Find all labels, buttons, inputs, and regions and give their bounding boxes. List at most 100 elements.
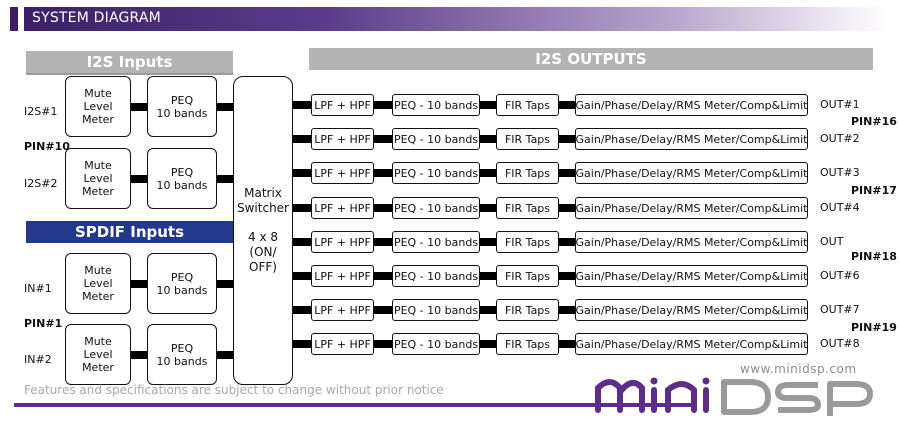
signal-connector	[217, 280, 233, 288]
signal-connector	[480, 272, 496, 280]
lpf-hpf-block: LPF + HPF	[311, 197, 374, 219]
signal-connector	[559, 135, 575, 143]
input-label: I2S#2	[24, 177, 58, 190]
signal-connector	[374, 238, 392, 246]
i2s-inputs-underline	[26, 73, 233, 75]
signal-connector	[293, 306, 311, 314]
signal-connector	[374, 101, 392, 109]
peq-10-bands-block: PEQ - 10 bands	[392, 197, 480, 219]
output-label: OUT#4	[820, 201, 860, 214]
output-label: OUT#8	[820, 337, 860, 350]
fir-taps-block: FIR Taps	[496, 333, 559, 355]
signal-connector	[293, 101, 311, 109]
gain-phase-delay-block: Gain/Phase/Delay/RMS Meter/Comp&Limit	[575, 128, 808, 150]
fir-taps-block: FIR Taps	[496, 162, 559, 184]
output-label: OUT#6	[820, 269, 860, 282]
page-title: SYSTEM DIAGRAM	[32, 10, 161, 26]
mute-level-meter-block: Mute Level Meter	[65, 324, 131, 385]
lpf-hpf-block: LPF + HPF	[311, 333, 374, 355]
peq-10-bands-block: PEQ - 10 bands	[392, 333, 480, 355]
lpf-hpf-block: LPF + HPF	[311, 231, 374, 253]
signal-connector	[293, 169, 311, 177]
lpf-hpf-block: LPF + HPF	[311, 265, 374, 287]
output-pin-label: PIN#17	[851, 184, 897, 197]
matrix-switcher-title: Matrix Switcher	[237, 186, 289, 215]
gain-phase-delay-block: Gain/Phase/Delay/RMS Meter/Comp&Limit	[575, 197, 808, 219]
input-label: IN#1	[24, 282, 52, 295]
signal-connector	[559, 169, 575, 177]
signal-connector	[374, 135, 392, 143]
output-pin-label: PIN#18	[851, 250, 897, 263]
website-url: www.minidsp.com	[740, 362, 857, 376]
output-pin-label: PIN#16	[851, 115, 897, 128]
input-label: IN#2	[24, 353, 52, 366]
signal-connector	[131, 280, 147, 288]
signal-connector	[480, 306, 496, 314]
lpf-hpf-block: LPF + HPF	[311, 94, 374, 116]
lpf-hpf-block: LPF + HPF	[311, 299, 374, 321]
signal-connector	[293, 135, 311, 143]
signal-connector	[293, 272, 311, 280]
lpf-hpf-block: LPF + HPF	[311, 162, 374, 184]
fir-taps-block: FIR Taps	[496, 231, 559, 253]
signal-connector	[559, 272, 575, 280]
signal-connector	[374, 169, 392, 177]
output-label: OUT	[820, 235, 844, 248]
peq-10-bands-block: PEQ - 10 bands	[392, 162, 480, 184]
fir-taps-block: FIR Taps	[496, 299, 559, 321]
output-label: OUT#2	[820, 132, 860, 145]
lpf-hpf-block: LPF + HPF	[311, 128, 374, 150]
fir-taps-block: FIR Taps	[496, 265, 559, 287]
signal-connector	[374, 340, 392, 348]
signal-connector	[217, 351, 233, 359]
signal-connector	[480, 238, 496, 246]
gain-phase-delay-block: Gain/Phase/Delay/RMS Meter/Comp&Limit	[575, 162, 808, 184]
signal-connector	[217, 103, 233, 111]
peq-10-bands-block: PEQ - 10 bands	[392, 94, 480, 116]
signal-connector	[480, 204, 496, 212]
signal-connector	[293, 204, 311, 212]
header-banner	[24, 7, 890, 31]
peq-10-bands-block: PEQ - 10 bands	[392, 128, 480, 150]
input-pin-label: PIN#1	[24, 317, 63, 330]
footer-rule	[14, 403, 694, 407]
mute-level-meter-block: Mute Level Meter	[65, 148, 131, 209]
peq-10-bands-block: PEQ - 10 bands	[392, 299, 480, 321]
gain-phase-delay-block: Gain/Phase/Delay/RMS Meter/Comp&Limit	[575, 265, 808, 287]
gain-phase-delay-block: Gain/Phase/Delay/RMS Meter/Comp&Limit	[575, 231, 808, 253]
fir-taps-block: FIR Taps	[496, 128, 559, 150]
signal-connector	[374, 204, 392, 212]
header-accent-bar	[10, 7, 18, 31]
output-pin-label: PIN#19	[851, 321, 897, 334]
signal-connector	[559, 238, 575, 246]
fir-taps-block: FIR Taps	[496, 197, 559, 219]
signal-connector	[374, 272, 392, 280]
peq-block: PEQ 10 bands	[147, 324, 217, 385]
matrix-switcher: Matrix Switcher 4 x 8 (ON/ OFF)	[233, 76, 293, 385]
input-pin-label: PIN#10	[24, 140, 70, 153]
output-label: OUT#1	[820, 98, 860, 111]
signal-connector	[293, 340, 311, 348]
signal-connector	[480, 135, 496, 143]
minidsp-logo	[595, 377, 873, 416]
peq-block: PEQ 10 bands	[147, 253, 217, 314]
peq-block: PEQ 10 bands	[147, 148, 217, 209]
signal-connector	[559, 340, 575, 348]
signal-connector	[559, 204, 575, 212]
spdif-inputs-heading: SPDIF Inputs	[26, 221, 233, 243]
signal-connector	[480, 101, 496, 109]
gain-phase-delay-block: Gain/Phase/Delay/RMS Meter/Comp&Limit	[575, 333, 808, 355]
matrix-switcher-size: 4 x 8 (ON/ OFF)	[248, 230, 278, 274]
output-label: OUT#3	[820, 166, 860, 179]
disclaimer-note: Features and specifications are subject …	[24, 383, 444, 397]
signal-connector	[374, 306, 392, 314]
peq-10-bands-block: PEQ - 10 bands	[392, 265, 480, 287]
signal-connector	[217, 175, 233, 183]
signal-connector	[131, 351, 147, 359]
signal-connector	[131, 175, 147, 183]
signal-connector	[559, 101, 575, 109]
i2s-inputs-heading: I2S Inputs	[26, 51, 233, 73]
signal-connector	[293, 238, 311, 246]
signal-connector	[131, 103, 147, 111]
gain-phase-delay-block: Gain/Phase/Delay/RMS Meter/Comp&Limit	[575, 94, 808, 116]
